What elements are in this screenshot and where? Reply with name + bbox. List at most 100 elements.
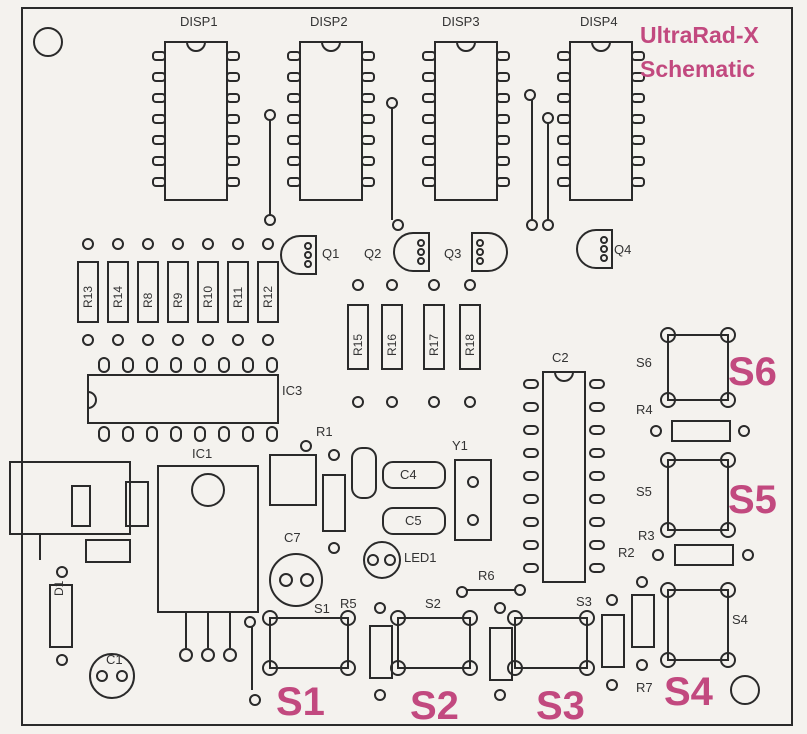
ic2-pin — [589, 402, 605, 412]
display-4-notch — [591, 41, 611, 52]
display-pad — [361, 51, 375, 61]
label-r3: R3 — [638, 528, 655, 543]
resistor-r9 — [167, 261, 189, 323]
resistor-r4 — [671, 420, 731, 442]
ic3-pin — [98, 357, 110, 373]
switch-pad — [660, 452, 676, 468]
ic2-pin — [589, 471, 605, 481]
display-pad — [226, 93, 240, 103]
label-s5: S5 — [636, 484, 652, 499]
display-pad — [361, 177, 375, 187]
resistor-pad — [352, 396, 364, 408]
display-pad — [361, 114, 375, 124]
transistor-q3 — [471, 232, 508, 272]
resistor-pad — [386, 279, 398, 291]
ic2-pin — [589, 563, 605, 573]
label-r14: R14 — [111, 285, 125, 308]
switch-pad — [462, 610, 478, 626]
led1 — [363, 541, 401, 579]
ic3-pin — [146, 357, 158, 373]
display-pad — [287, 114, 301, 124]
generated-parts — [77, 41, 736, 676]
title-line1: UltraRad-X — [640, 22, 759, 48]
switch-pad — [579, 660, 595, 676]
ic3-pin — [218, 426, 230, 442]
transistor-pin — [304, 251, 312, 259]
label-r15: R15 — [351, 333, 365, 356]
resistor-pad — [386, 396, 398, 408]
switch-pad — [720, 452, 736, 468]
display-pad — [226, 114, 240, 124]
display-pad — [226, 72, 240, 82]
label-c7: C7 — [284, 530, 301, 545]
label-led1: LED1 — [404, 550, 437, 565]
ic2-pin — [589, 425, 605, 435]
display-pad — [557, 135, 571, 145]
ic3-pin — [122, 357, 134, 373]
ic2-pin — [523, 425, 539, 435]
resistor-pad — [112, 238, 124, 250]
resistor-r14 — [107, 261, 129, 323]
ic3-pin — [146, 426, 158, 442]
label-r7: R7 — [636, 680, 653, 695]
display-pad — [496, 156, 510, 166]
switch-pad — [720, 582, 736, 598]
label-y1: Y1 — [452, 438, 468, 453]
display-pad — [287, 156, 301, 166]
label-disp2: DISP2 — [310, 14, 348, 29]
display-pad — [152, 177, 166, 187]
switch-pad — [660, 327, 676, 343]
display-pad — [361, 135, 375, 145]
display-pad — [422, 156, 436, 166]
switch-s4-body — [667, 589, 729, 661]
resistor-r13 — [77, 261, 99, 323]
capacitor-c5 — [382, 507, 446, 535]
board-outline — [21, 7, 793, 726]
resistor-r17 — [423, 304, 445, 370]
label-r1: R1 — [316, 424, 333, 439]
display-pad — [287, 51, 301, 61]
label-r16: R16 — [385, 333, 399, 356]
ic3-pin — [242, 357, 254, 373]
label-s3: S3 — [576, 594, 592, 609]
label-r10: R10 — [201, 285, 215, 308]
display-pad — [496, 135, 510, 145]
resistor-r8 — [137, 261, 159, 323]
display-2-notch — [321, 41, 341, 52]
crystal-y1 — [454, 459, 492, 541]
resistor-pad — [232, 334, 244, 346]
resistor-r15 — [347, 304, 369, 370]
label-c4: C4 — [400, 467, 417, 482]
label-d1: D1 — [52, 580, 66, 596]
switch-pad — [579, 610, 595, 626]
resistor-pad — [172, 238, 184, 250]
label-s4: S4 — [732, 612, 748, 627]
transistor-q2 — [393, 232, 430, 272]
display-pad — [152, 51, 166, 61]
resistor-pad — [232, 238, 244, 250]
ic2-pin — [589, 540, 605, 550]
mounting-hole-top-left — [33, 27, 63, 57]
mounting-hole-bottom-right — [730, 675, 760, 705]
switch-s2-body — [397, 617, 471, 669]
title-line2: Schematic — [640, 56, 756, 82]
switch-s3-body — [514, 617, 588, 669]
display-pad — [226, 156, 240, 166]
display-pad — [152, 72, 166, 82]
label-s2: S2 — [425, 596, 441, 611]
ic2-pin — [523, 402, 539, 412]
label-r18: R18 — [463, 333, 477, 356]
label-c5: C5 — [405, 513, 422, 528]
label-c1: C1 — [106, 652, 123, 667]
label-r11: R11 — [231, 286, 245, 308]
label-disp1: DISP1 — [180, 14, 218, 29]
label-r8: R8 — [141, 292, 155, 308]
display-pad — [631, 72, 645, 82]
label-s6: S6 — [636, 355, 652, 370]
switch-pad — [720, 522, 736, 538]
resistor-pad — [112, 334, 124, 346]
display-pad — [152, 93, 166, 103]
display-pad — [631, 114, 645, 124]
display-pad — [631, 51, 645, 61]
